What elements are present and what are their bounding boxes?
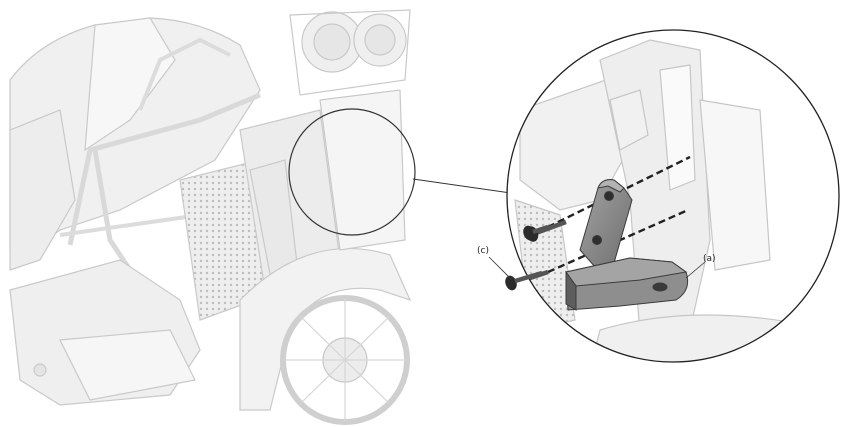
insertion-line-lower [547,208,689,274]
bracket-hole-upper-icon [604,191,614,201]
bolt-lower-head [505,270,543,291]
detail-view [507,30,839,362]
callout-a-leader [685,261,706,279]
callout-a-label: (a) [703,254,716,264]
bracket-hole-lower-icon [592,235,602,245]
callout-c-leader [488,256,513,281]
detail-circle [506,29,840,363]
bolt-upper-head [523,224,549,241]
detail-reference-circle [288,108,416,236]
motorcycle-overview [9,9,412,425]
leader-line [412,178,512,194]
mounting-bracket [565,179,689,311]
bracket-arm-hole-icon [652,282,668,292]
callout-c-label: (c) [477,246,489,256]
